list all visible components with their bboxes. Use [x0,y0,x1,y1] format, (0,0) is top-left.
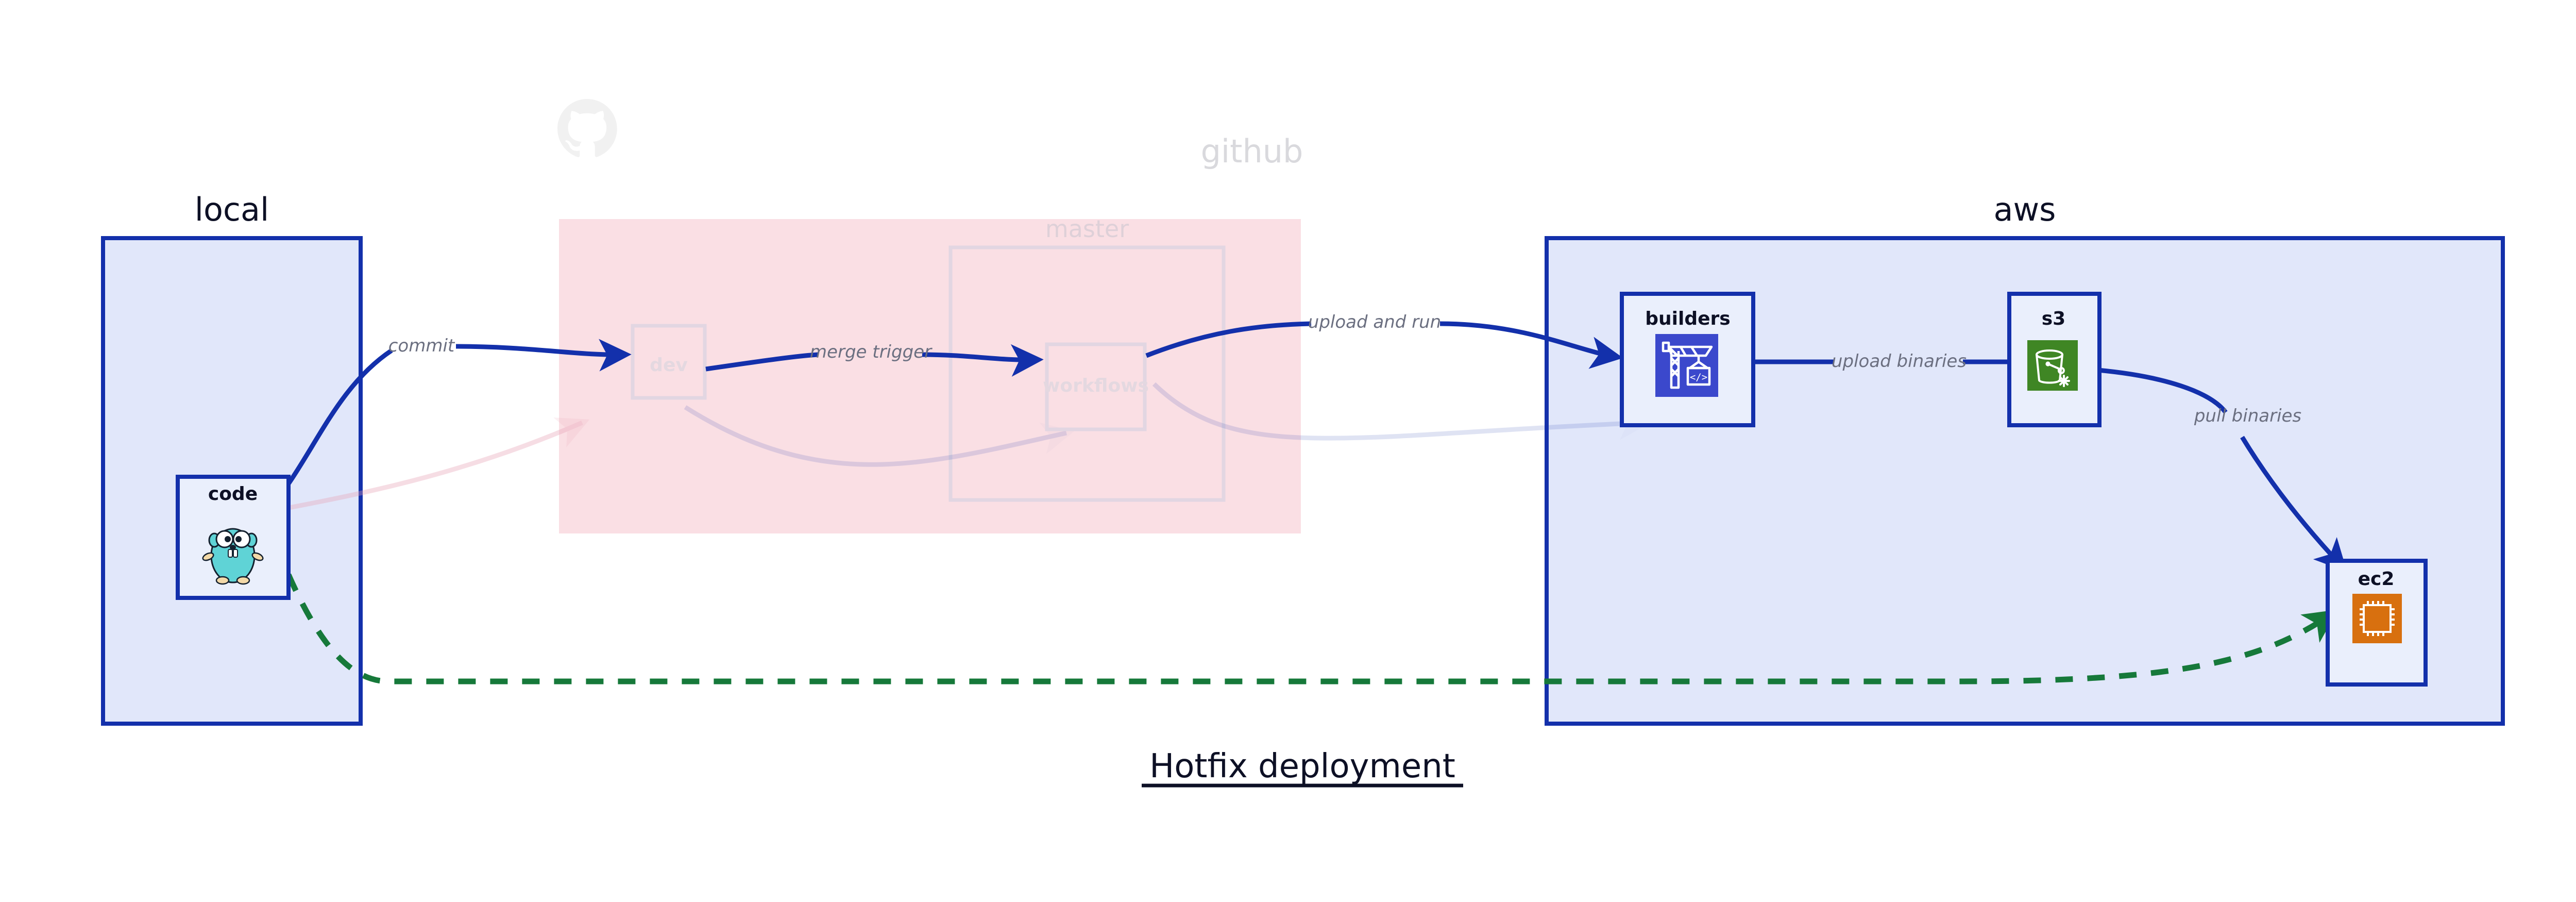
edge-merge-trigger-segment-a [705,352,819,372]
edge-hotfix-direct [285,573,2338,684]
edge-commit-label: commit [388,336,455,356]
node-dev-label: dev [650,355,688,376]
container-aws-label: aws [1993,191,2056,228]
node-s3-label: s3 [2042,308,2065,329]
container-local-label: local [195,191,269,228]
node-dev-box [631,324,707,400]
faded-edge-dev-to-workflows [684,405,1075,467]
faded-edge-code-to-dev [247,417,590,518]
aws-ec2-chip-icon [2352,594,2402,643]
container-local[interactable]: local [101,191,363,726]
edge-commit-segment-b [455,339,632,372]
node-workflows[interactable]: workflows [1043,342,1149,431]
edge-pull-binaries-segment-a [2097,368,2228,414]
node-ec2-label: ec2 [2358,569,2395,590]
edge-upload-binaries-label: upload binaries [1832,351,1967,372]
container-github[interactable]: github [559,132,1303,533]
container-github-label: github [1201,132,1303,170]
page-title: Hotfix deployment [1142,747,1463,788]
go-gopher-icon [202,528,264,585]
node-builders[interactable]: builders </> [1620,292,1755,427]
edge-pull-binaries-label: pull binaries [2194,406,2301,426]
edge-merge-trigger-label: merge trigger [810,342,933,362]
container-master[interactable]: master [948,215,1226,502]
faded-edge-workflows-to-builders [1152,382,1652,441]
svg-text:</>: </> [1690,372,1707,383]
edge-pull-binaries-segment-b [2240,436,2347,572]
aws-s3-bucket-icon [2027,340,2078,391]
aws-codebuild-icon: </> [1655,334,1718,397]
container-master-box [948,245,1226,502]
edge-upload-and-run-label: upload and run [1308,312,1441,332]
github-octocat-icon [557,99,617,157]
node-code-label: code [208,483,258,505]
node-ec2[interactable]: ec2 [2326,559,2428,687]
edge-upload-and-run-segment-a [1145,321,1312,358]
node-builders-label: builders [1645,308,1730,329]
edge-merge-trigger-segment-b [922,344,1044,377]
diagram-title-text: Hotfix deployment [1149,747,1455,786]
node-s3[interactable]: s3 [2007,292,2102,427]
container-master-label: master [1045,215,1129,243]
edge-upload-and-run-segment-b [1439,321,1623,369]
container-github-box [559,219,1301,533]
node-dev[interactable]: dev [631,324,707,400]
node-workflows-label: workflows [1043,375,1149,396]
node-code[interactable]: code [176,475,291,600]
node-workflows-box [1045,342,1147,431]
